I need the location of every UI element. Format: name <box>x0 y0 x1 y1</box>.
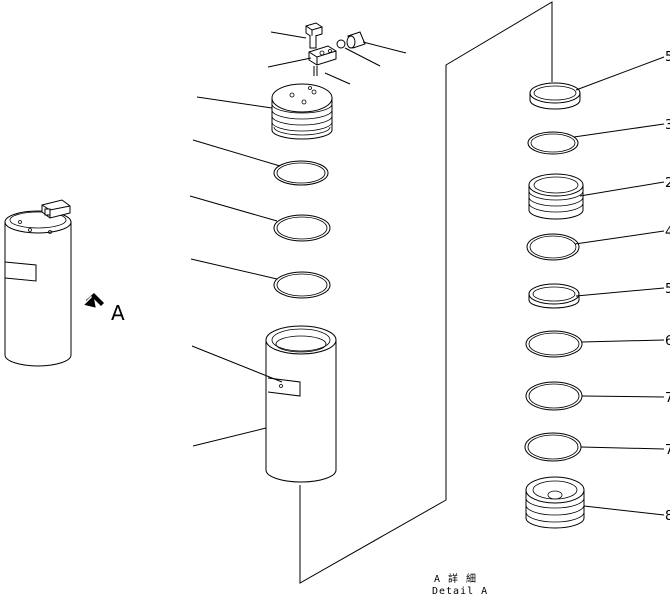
part-number-labels: 5 3 2 4 5 6 7 7 8 <box>665 50 670 524</box>
part-number: 2 <box>665 176 670 191</box>
detail-part-8 <box>525 476 585 529</box>
exploded-bracket <box>299 1 553 584</box>
cylinder-tube <box>265 325 337 483</box>
detail-part-7a <box>525 381 583 411</box>
part-number: 6 <box>665 334 670 349</box>
caption-japanese: A 詳 細 <box>434 572 477 585</box>
cylinder-head <box>271 83 333 140</box>
part-number: 3 <box>665 118 670 133</box>
part-number: 5 <box>665 282 670 297</box>
part-number: 8 <box>665 509 670 524</box>
detail-part-5b <box>528 283 580 309</box>
detail-column <box>524 82 585 529</box>
fitting <box>336 31 366 49</box>
detail-part-6 <box>525 330 583 358</box>
part-number: 5 <box>665 50 670 65</box>
leader-lines-right <box>573 56 665 516</box>
backup-ring <box>273 214 331 242</box>
detail-part-3 <box>527 131 579 155</box>
middle-exploded-column <box>265 22 366 483</box>
o-ring <box>273 160 329 186</box>
valve-block <box>308 45 337 66</box>
detail-part-5a <box>529 82 581 110</box>
part-number: 7 <box>665 443 670 458</box>
detail-part-2 <box>528 173 584 220</box>
caption-english: Detail A <box>432 586 488 596</box>
view-label-a: A <box>111 301 125 325</box>
view-arrow-a: A <box>84 293 125 325</box>
leader-lines-middle <box>189 31 407 447</box>
part-number: 4 <box>665 225 670 240</box>
detail-caption: A 詳 細 Detail A <box>432 572 488 596</box>
assembled-cylinder <box>4 199 72 367</box>
part-number: 7 <box>665 391 670 406</box>
detail-part-4 <box>526 233 580 261</box>
detail-part-7b <box>524 432 582 462</box>
o-ring <box>273 271 331 299</box>
bolt <box>305 22 323 49</box>
